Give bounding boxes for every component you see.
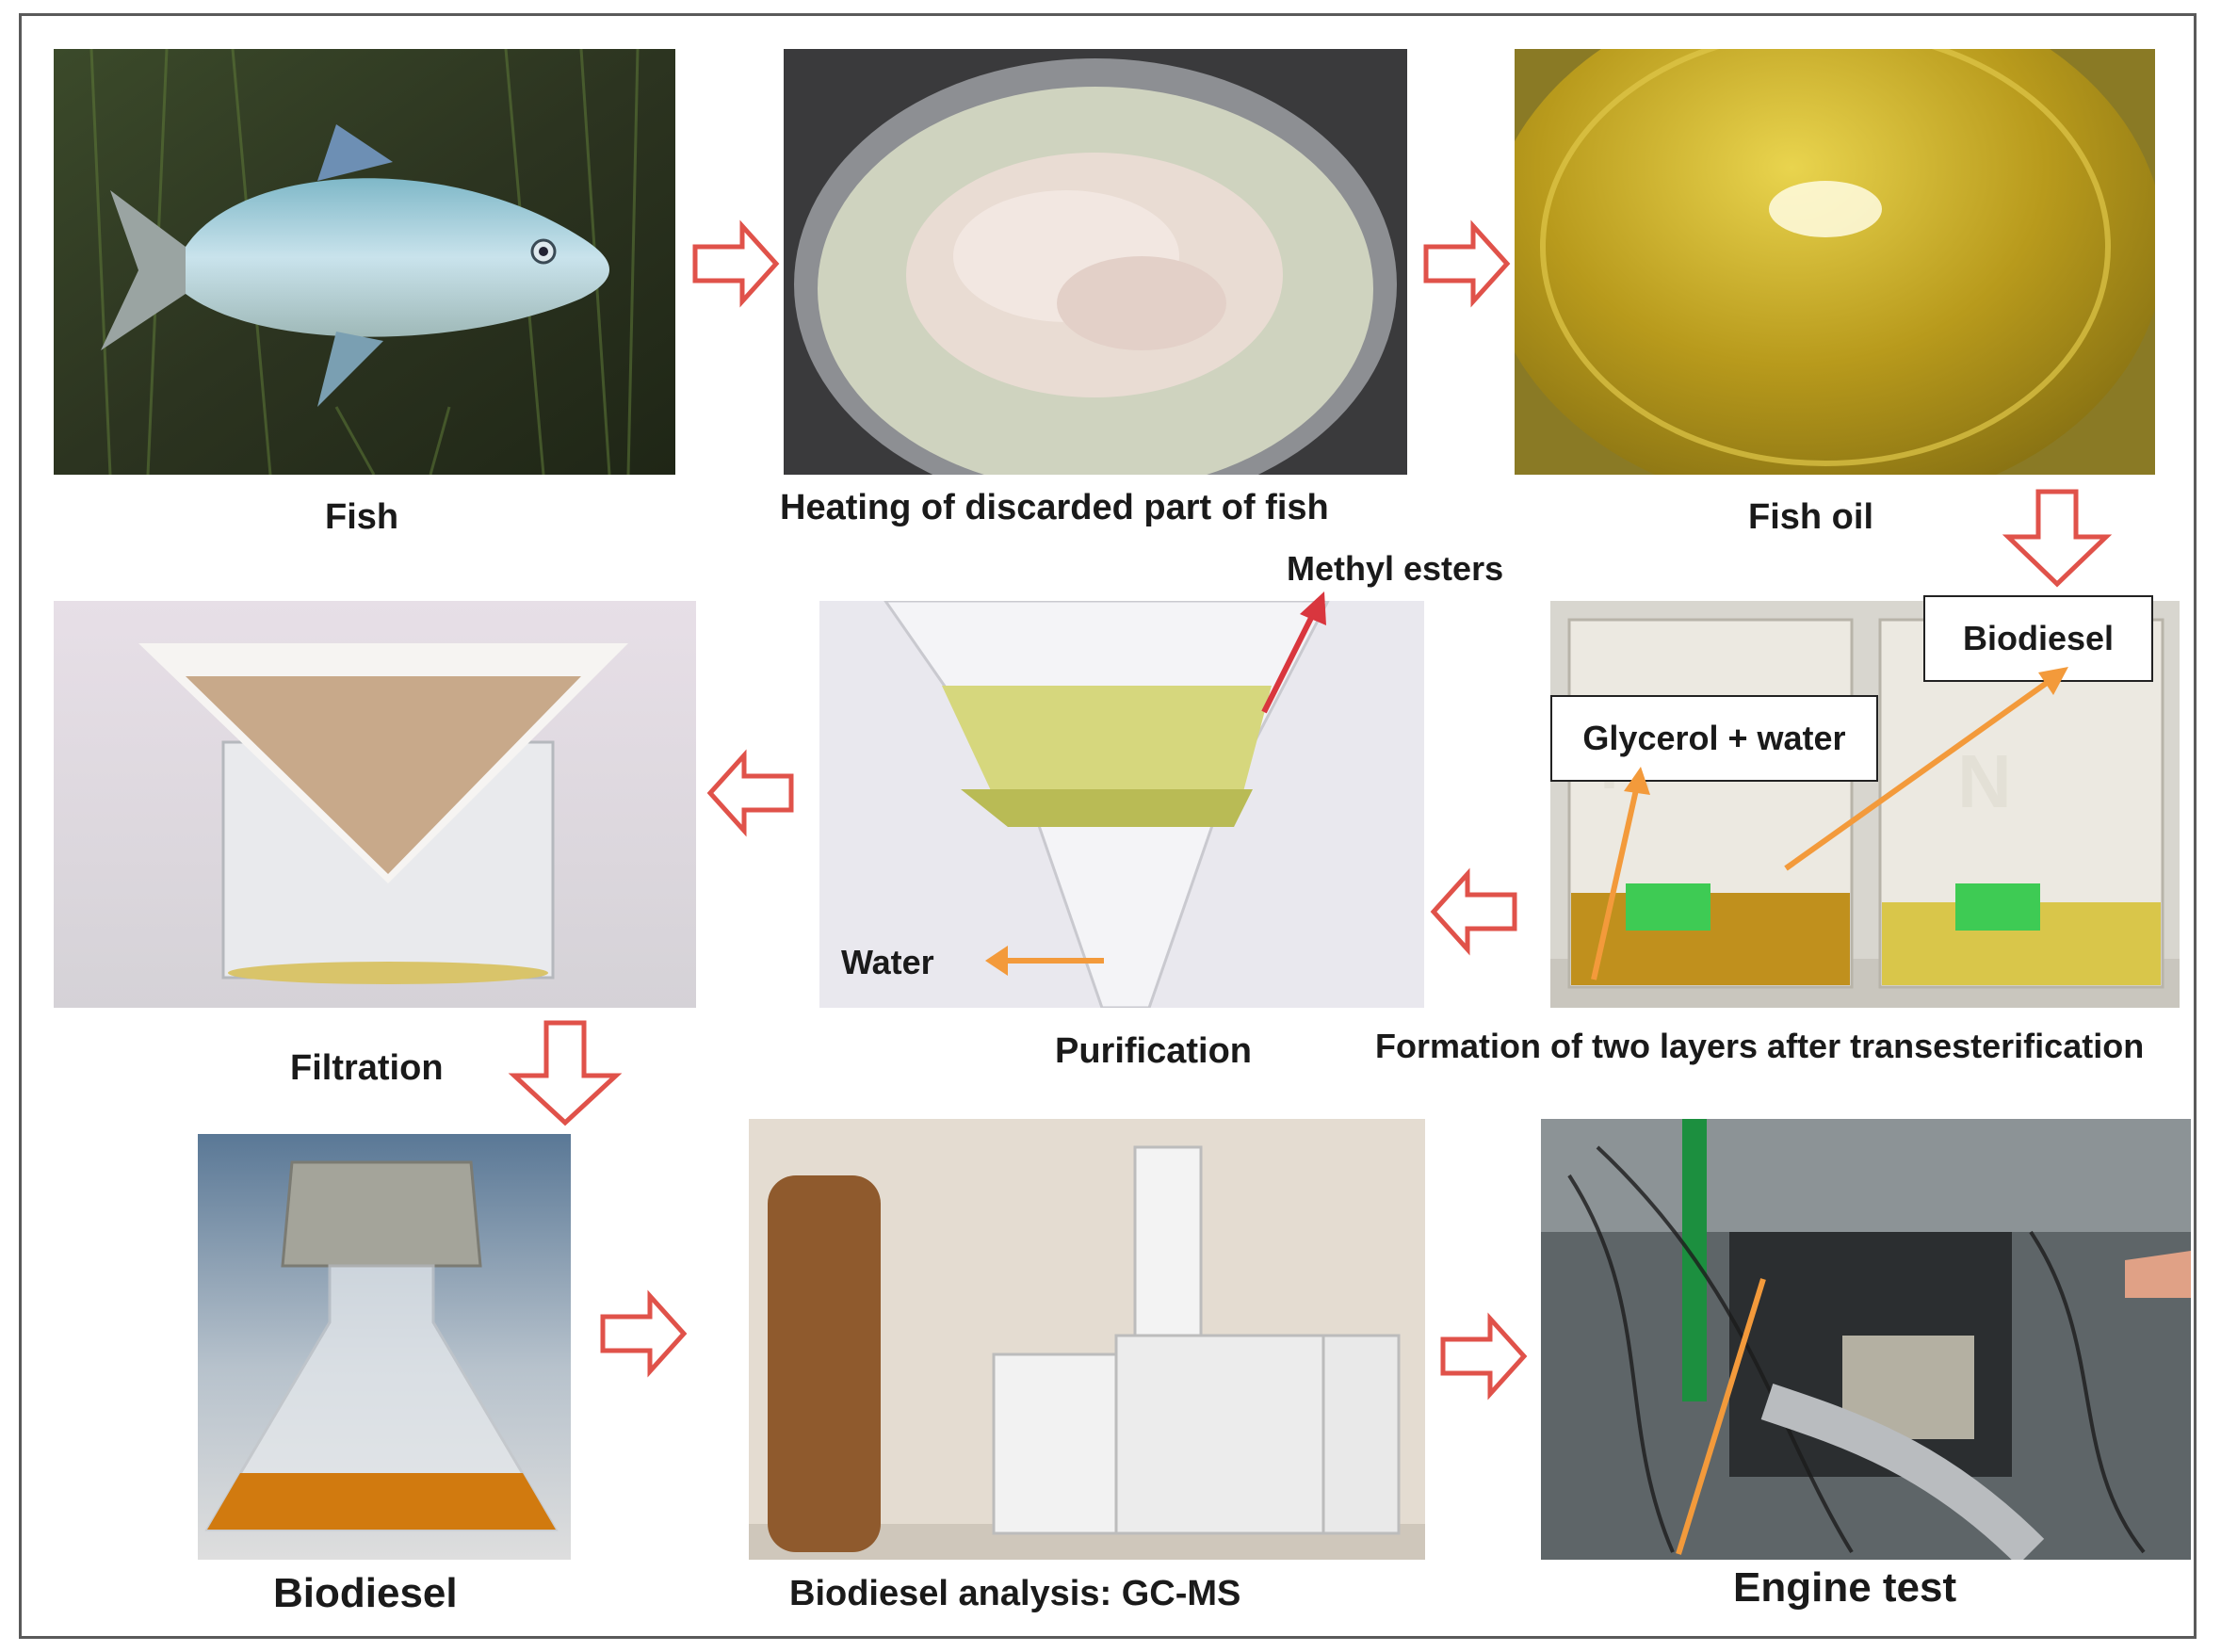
purification-photo [819,601,1424,1008]
transesterification-beaker-mark-2: N [1957,739,2012,823]
engine-test-photo [1541,1119,2191,1560]
fish-oil-photo [1515,49,2155,475]
methyl-esters-label: Methyl esters [1287,549,1504,588]
filtration-photo [54,601,696,1008]
purification-caption: Purification [1055,1031,1253,1071]
biodiesel-caption: Biodiesel [273,1570,458,1616]
gcms-caption: Biodiesel analysis: GC-MS [789,1574,1241,1613]
biodiesel-layer-label: Biodiesel [1923,595,2153,682]
engine-test-caption: Engine test [1733,1564,1957,1611]
fish-caption: Fish [325,497,399,537]
water-label: Water [841,943,934,981]
biodiesel-flask-photo [198,1134,571,1560]
heating-photo [784,49,1407,475]
gcms-photo [749,1119,1425,1560]
transesterification-caption: Formation of two layers after transester… [1375,1027,2145,1065]
fish-oil-caption: Fish oil [1748,497,1873,537]
filtration-caption: Filtration [290,1048,444,1088]
heating-caption: Heating of discarded part of fish [780,488,1329,527]
fish-photo [54,49,675,475]
glycerol-water-label: Glycerol + water [1550,695,1878,782]
figure-frame [19,13,2197,1639]
